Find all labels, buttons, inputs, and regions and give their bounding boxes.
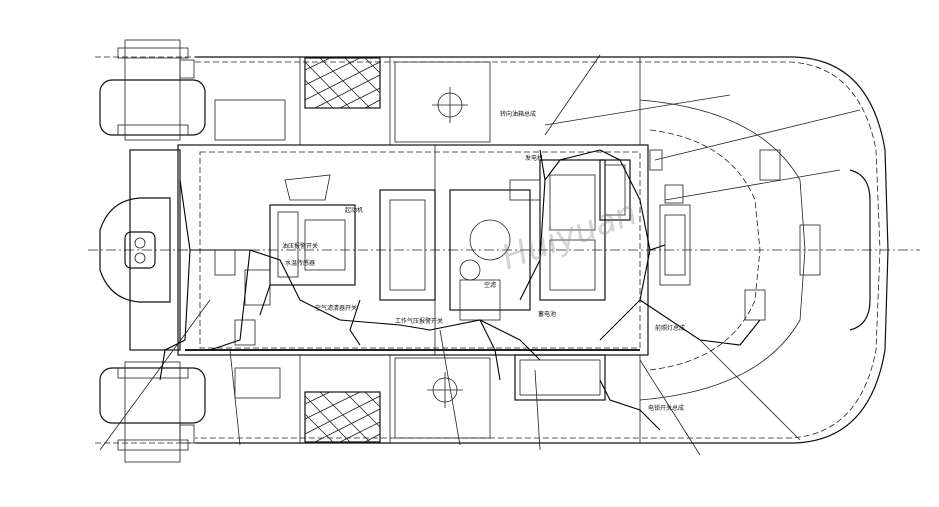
wiring-harness xyxy=(159,149,761,431)
leader-lines xyxy=(99,54,861,456)
cab-components xyxy=(649,149,871,331)
label-oil-pressure-switch: 油压报警开关 xyxy=(282,242,318,250)
label-alternator: 发电机 xyxy=(525,154,543,162)
battery-box xyxy=(514,354,606,401)
chassis-outline xyxy=(195,56,889,444)
wheel-bottom-left xyxy=(95,361,206,463)
label-air-filter-switch: 空气滤清器开关 xyxy=(315,304,357,312)
tank-top xyxy=(394,61,491,143)
label-water-temp-sensor: 水温传感器 xyxy=(285,259,315,267)
hatched-panel-top xyxy=(304,57,381,109)
hatched-panel-bottom xyxy=(304,391,381,443)
watermark: Huiyuan xyxy=(496,193,642,279)
wheel-top-left xyxy=(95,39,206,141)
label-headlamp: 前照灯总成 xyxy=(655,324,685,332)
label-work-pressure-switch: 工作气压报警开关 xyxy=(395,317,443,325)
left-components xyxy=(214,99,286,399)
front-axle xyxy=(99,149,181,351)
label-ignition-switch: 电锁开关总成 xyxy=(648,404,684,412)
label-steering-tank: 转向油箱总成 xyxy=(500,110,536,118)
label-air-filter: 空滤 xyxy=(484,281,496,289)
tank-bottom xyxy=(394,357,491,439)
label-battery: 蓄电池 xyxy=(538,310,556,318)
label-starter: 起动机 xyxy=(345,206,363,214)
component-labels: 转向油箱总成 发电机 起动机 油压报警开关 水温传感器 空气滤清器开关 工作气压… xyxy=(282,110,685,412)
engine-assembly xyxy=(269,159,631,321)
